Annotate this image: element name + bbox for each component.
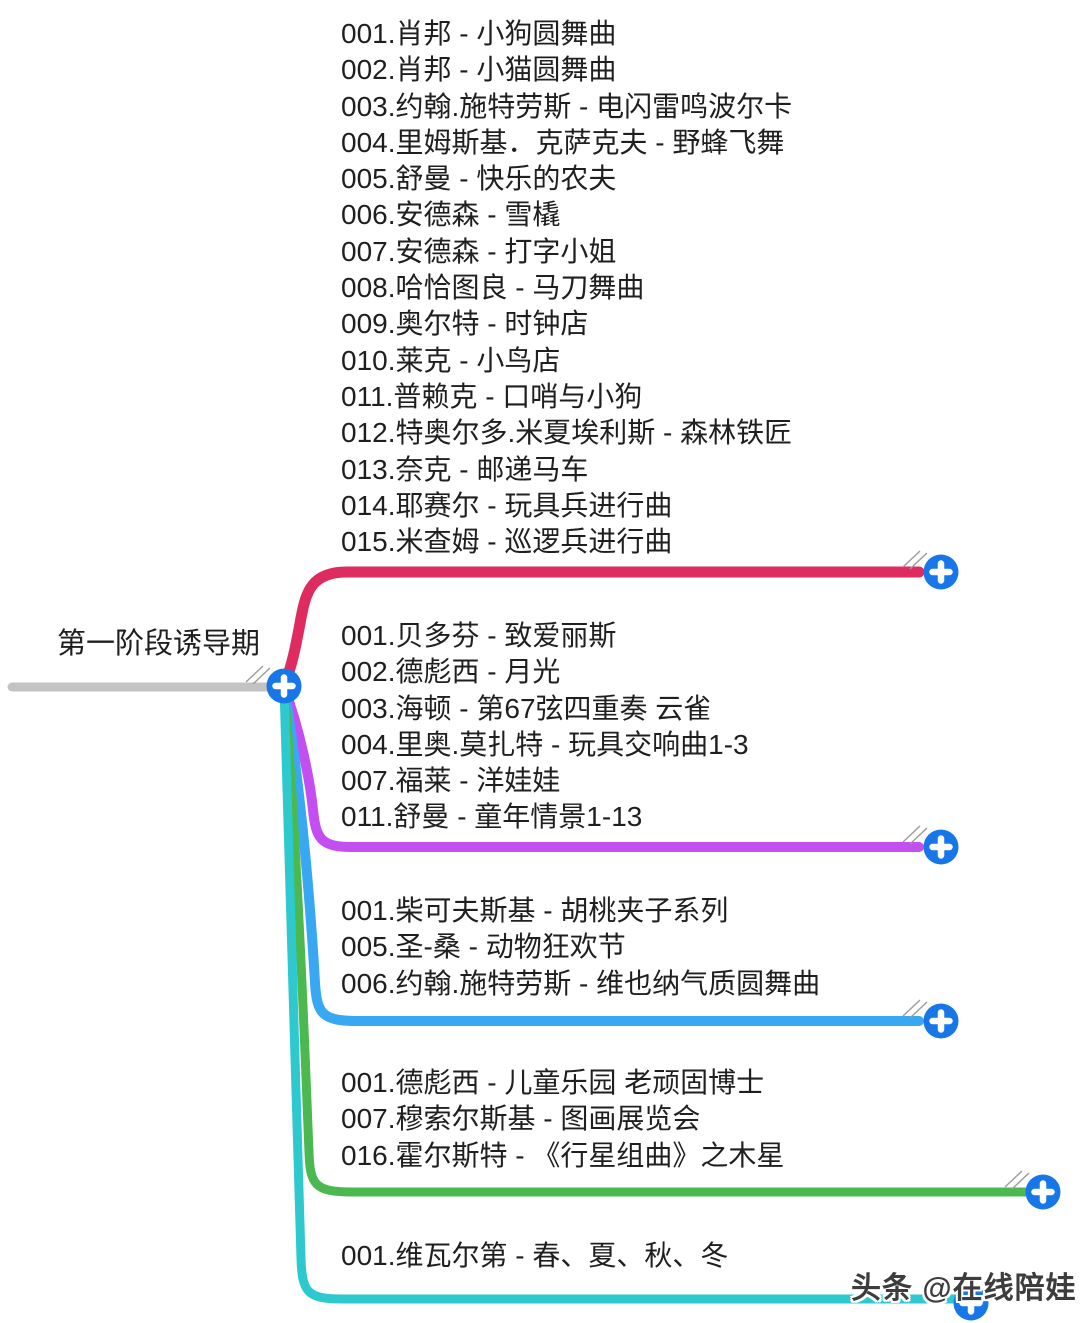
topic-line[interactable]: 005.舒曼 - 快乐的农夫 (341, 163, 617, 195)
topic-line[interactable]: 015.米查姆 - 巡逻兵进行曲 (341, 526, 673, 558)
topic-line[interactable]: 008.哈恰图良 - 马刀舞曲 (341, 272, 645, 304)
topic-line[interactable]: 001.肖邦 - 小狗圆舞曲 (341, 18, 617, 49)
plus-icon (1031, 1180, 1055, 1204)
topic-line[interactable]: 001.贝多芬 - 致爱丽斯 (341, 620, 617, 651)
add-subtopic-button-5[interactable] (953, 1285, 989, 1321)
topic-line[interactable]: 007.安德森 - 打字小姐 (341, 235, 617, 267)
topic-line[interactable]: 003.约翰.施特劳斯 - 电闪雷鸣波尔卡 (341, 90, 793, 122)
topic-line[interactable]: 010.莱克 - 小鸟店 (341, 344, 561, 376)
branch-3-handle-icon (902, 999, 928, 1019)
topic-line[interactable]: 012.特奥尔多.米夏埃利斯 - 森林铁匠 (341, 417, 793, 449)
plus-icon (959, 1291, 983, 1315)
branch-line-3 (279, 682, 924, 1026)
topic-line[interactable]: 009.奥尔特 - 时钟店 (341, 308, 589, 340)
add-subtopic-button-3[interactable] (923, 1003, 959, 1039)
plus-icon (929, 560, 953, 584)
branch-line-5 (279, 682, 963, 1304)
topic-line[interactable]: 002.肖邦 - 小猫圆舞曲 (341, 54, 617, 86)
branch-line-2 (279, 682, 924, 852)
add-subtopic-button-root[interactable] (266, 668, 302, 704)
topic-line[interactable]: 011.舒曼 - 童年情景1-13 (341, 801, 643, 833)
topic-line[interactable]: 004.里奥.莫扎特 - 玩具交响曲1-3 (341, 728, 749, 760)
topic-line[interactable]: 006.安德森 - 雪橇 (341, 199, 561, 231)
topic-branch-3[interactable]: 001.柴可夫斯基 - 胡桃夹子系列 005.圣-桑 - 动物狂欢节 006.约翰.… (341, 893, 820, 1002)
topic-line[interactable]: 001.德彪西 - 儿童乐园 老顽固博士 (341, 1067, 765, 1098)
watermark: 头条 @在线陪娃 (851, 1272, 1077, 1305)
plus-icon (929, 835, 953, 859)
topic-line[interactable]: 002.德彪西 - 月光 (341, 656, 561, 688)
branch-line-4 (279, 682, 1035, 1197)
root-handle-icon (245, 665, 271, 685)
topic-line[interactable]: 016.霍尔斯特 - 《行星组曲》之木星 (341, 1139, 785, 1171)
topic-line[interactable]: 013.奈克 - 邮递马车 (341, 453, 589, 485)
add-subtopic-button-4[interactable] (1025, 1174, 1061, 1210)
plus-icon (929, 1009, 953, 1033)
topic-branch-2[interactable]: 001.贝多芬 - 致爱丽斯 002.德彪西 - 月光 003.海顿 - 第67弦四… (341, 618, 749, 836)
branch-line-1 (278, 566, 925, 693)
topic-branch-4[interactable]: 001.德彪西 - 儿童乐园 老顽固博士 007.穆索尔斯基 - 图画展览会 016… (341, 1065, 784, 1174)
plus-icon (272, 674, 296, 698)
topic-branch-1[interactable]: 001.肖邦 - 小狗圆舞曲 002.肖邦 - 小猫圆舞曲 003.约翰.施特劳斯 … (341, 16, 792, 560)
branch-4-handle-icon (1004, 1170, 1030, 1190)
topic-line[interactable]: 014.耶赛尔 - 玩具兵进行曲 (341, 489, 673, 521)
topic-line[interactable]: 007.穆索尔斯基 - 图画展览会 (341, 1103, 701, 1135)
branch-2-handle-icon (902, 825, 928, 845)
add-subtopic-button-2[interactable] (923, 829, 959, 865)
topic-line[interactable]: 005.圣-桑 - 动物狂欢节 (341, 931, 626, 963)
branch-1-handle-icon (902, 550, 928, 570)
topic-line[interactable]: 001.维瓦尔第 - 春、夏、秋、冬 (341, 1240, 729, 1271)
topic-line[interactable]: 003.海顿 - 第67弦四重奏 云雀 (341, 692, 712, 724)
topic-line[interactable]: 001.柴可夫斯基 - 胡桃夹子系列 (341, 895, 729, 926)
topic-line[interactable]: 006.约翰.施特劳斯 - 维也纳气质圆舞曲 (341, 967, 821, 999)
topic-branch-5[interactable]: 001.维瓦尔第 - 春、夏、秋、冬 (341, 1238, 728, 1274)
root-topic-label[interactable]: 第一阶段诱导期 (57, 628, 261, 660)
topic-line[interactable]: 011.普赖克 - 口哨与小狗 (341, 380, 643, 412)
topic-line[interactable]: 004.里姆斯基．克萨克夫 - 野蜂飞舞 (341, 126, 785, 158)
add-subtopic-button-1[interactable] (923, 554, 959, 590)
topic-line[interactable]: 007.福莱 - 洋娃娃 (341, 765, 561, 797)
